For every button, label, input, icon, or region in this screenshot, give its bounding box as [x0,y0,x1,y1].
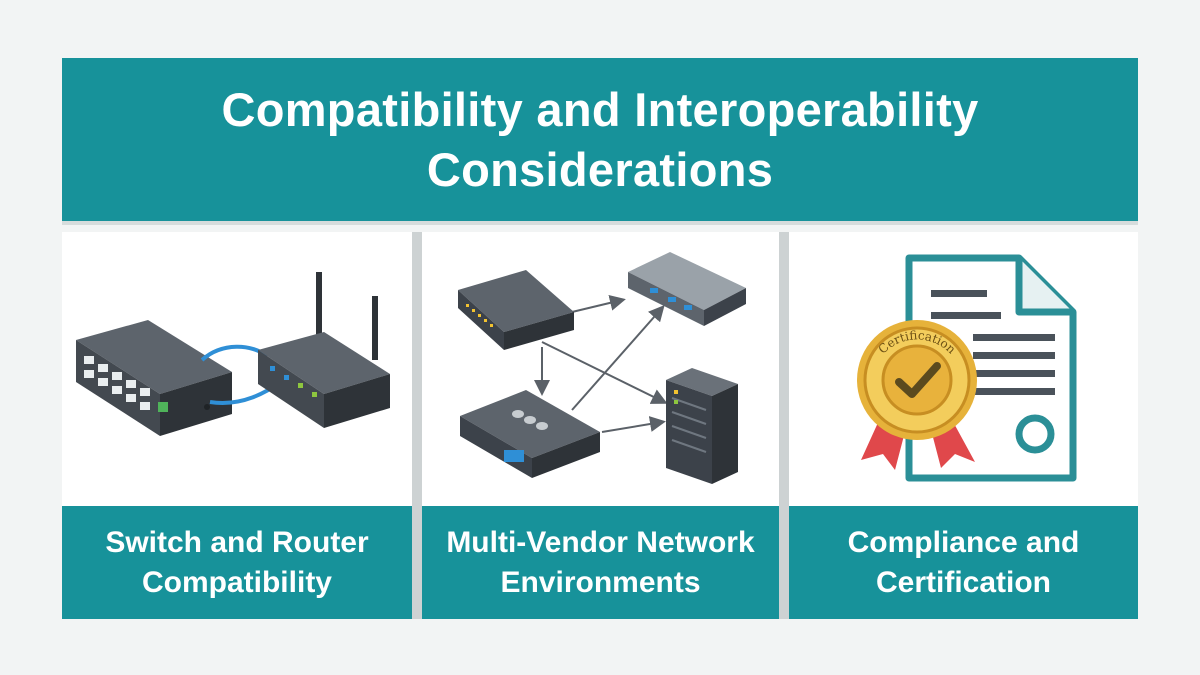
caption-line-2: Compatibility [141,565,332,599]
panel-multi-vendor: Multi-Vendor Network Environments [422,232,779,619]
panel-compliance: Certification Compliance and Certificati… [789,232,1138,619]
caption-line-1: Compliance and [847,525,1080,559]
panel-switch-router: Switch and Router Compatibility [62,232,412,619]
caption-line-2: Environments [500,565,701,599]
router-device-icon [460,390,600,478]
divider-left [412,232,422,619]
page-title-line-1: Compatibility and Interoperability [221,82,979,136]
router-icon [258,272,390,428]
caption-switch-router: Switch and Router Compatibility [62,506,412,619]
switch-and-router-icon [62,232,412,504]
page-title-line-2: Considerations [426,142,774,196]
patch-panel-icon [628,252,746,326]
network-switch-icon [76,320,232,436]
document-icon [905,254,1077,482]
switch-device-icon [458,270,574,350]
caption-multi-vendor: Multi-Vendor Network Environments [422,506,779,619]
network-devices-diagram-icon [422,232,779,504]
divider-right [779,232,789,619]
caption-line-1: Multi-Vendor Network [446,525,755,559]
caption-compliance: Compliance and Certification [789,506,1138,619]
title-banner: Compatibility and Interoperability Consi… [62,58,1138,221]
certificate-document-icon: Certification [789,232,1138,504]
certification-seal-icon: Certification [857,320,977,440]
caption-line-1: Switch and Router [105,525,369,559]
server-tower-icon [666,368,738,484]
caption-line-2: Certification [875,565,1052,599]
